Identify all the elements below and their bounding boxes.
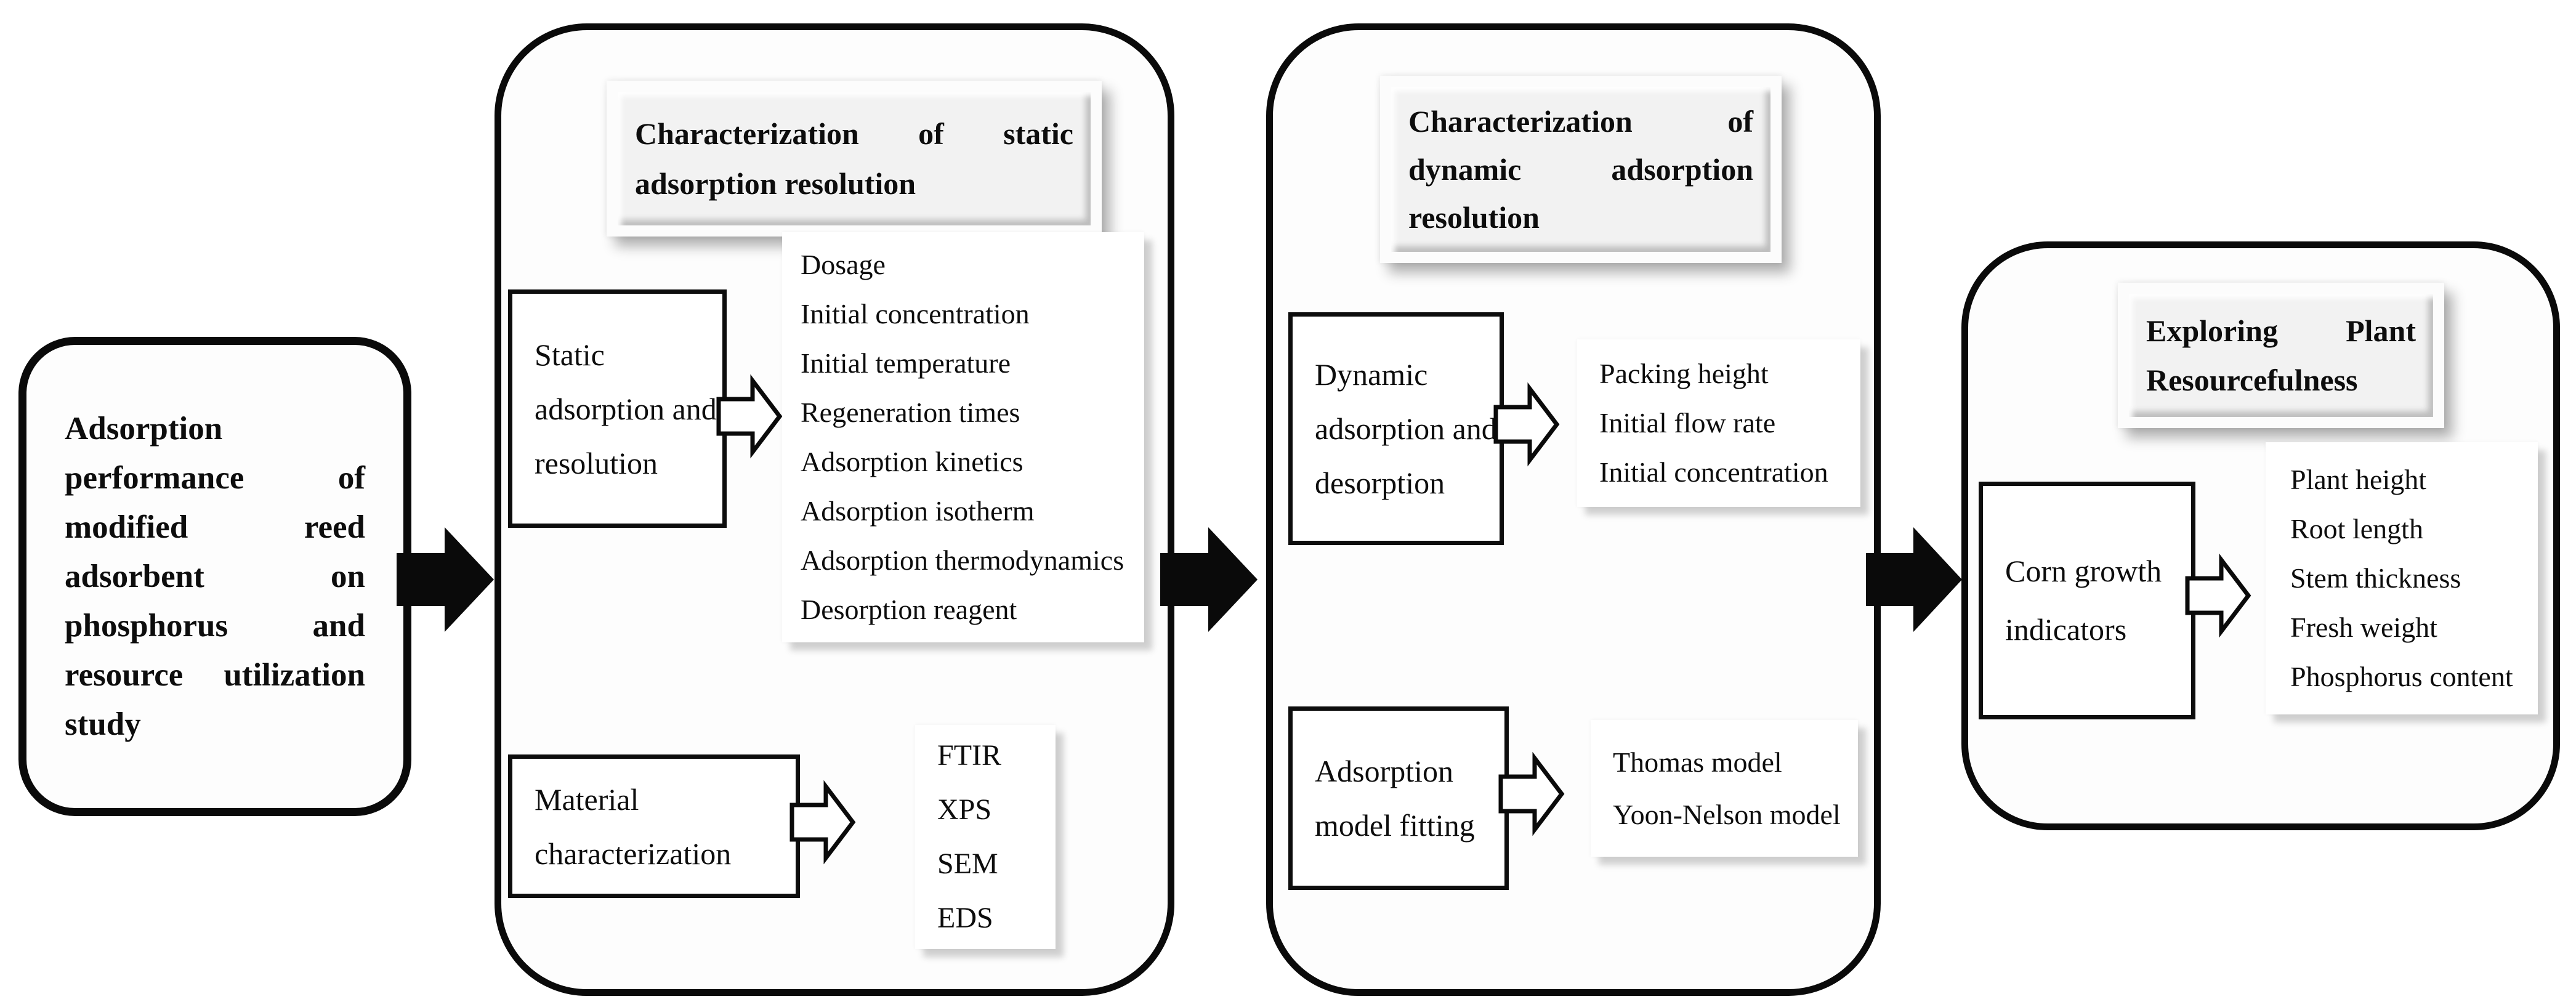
intro-box: Adsorption performance of modified reed …: [18, 337, 411, 816]
list-item: Desorption reagent: [801, 594, 1017, 625]
material-methods-list: FTIR XPS SEM EDS: [915, 725, 1056, 949]
list-item: Adsorption thermodynamics: [801, 544, 1124, 576]
static-parameters-list: Dosage Initial concentration Initial tem…: [782, 232, 1144, 642]
static-adsorption-label: Static adsorption and resolution: [535, 337, 717, 480]
list-item: SEM: [937, 847, 998, 880]
list-item: Fresh weight: [2290, 612, 2437, 643]
corn-growth-label: Corn growth indicators: [2005, 554, 2162, 647]
dynamic-adsorption-label: Dynamic adsorption and desorption: [1315, 357, 1497, 500]
list-item: Initial flow rate: [1599, 407, 1776, 439]
fitting-models-panel: Thomas model Yoon-Nelson model: [1591, 720, 1858, 857]
dynamic-adsorption-box: Dynamic adsorption and desorption: [1288, 312, 1504, 545]
plant-section: Exploring Plant Resourcefulness Corn gro…: [1961, 241, 2560, 830]
material-methods-panel: FTIR XPS SEM EDS: [915, 725, 1056, 949]
dynamic-section: Characterization of dynamic adsorption r…: [1266, 23, 1881, 996]
flow-arrow-icon: [2185, 553, 2251, 638]
plant-section-title: Exploring Plant Resourcefulness: [2146, 313, 2416, 397]
flow-arrow-icon: [1498, 751, 1565, 836]
list-item: XPS: [937, 793, 992, 826]
static-section-title-plaque: Characterization of static adsorption re…: [607, 81, 1102, 237]
static-adsorption-box: Static adsorption and resolution: [508, 289, 727, 528]
list-item: Adsorption isotherm: [801, 495, 1035, 527]
list-item: FTIR: [937, 739, 1002, 772]
connector-arrow-icon: [1160, 527, 1258, 632]
list-item: Adsorption kinetics: [801, 446, 1024, 477]
dynamic-section-title-plaque: Characterization of dynamic adsorption r…: [1380, 76, 1782, 263]
list-item: Yoon-Nelson model: [1613, 799, 1841, 830]
list-item: Plant height: [2290, 464, 2427, 495]
flow-arrow-icon: [716, 374, 783, 459]
fitting-models-list: Thomas model Yoon-Nelson model: [1591, 720, 1858, 857]
list-item: Thomas model: [1613, 746, 1782, 778]
dynamic-parameters-panel: Packing height Initial flow rate Initial…: [1577, 339, 1860, 507]
intro-text: Adsorption performance of modified reed …: [65, 411, 365, 742]
dynamic-section-title: Characterization of dynamic adsorption r…: [1408, 104, 1753, 235]
plant-metrics-list: Plant height Root length Stem thickness …: [2266, 442, 2538, 714]
list-item: Regeneration times: [801, 397, 1020, 428]
list-item: Stem thickness: [2290, 562, 2461, 594]
list-item: Root length: [2290, 513, 2423, 544]
list-item: EDS: [937, 902, 993, 934]
material-characterization-box: Material characterization: [508, 754, 800, 898]
flow-arrow-icon: [1493, 382, 1560, 467]
static-parameters-panel: Dosage Initial concentration Initial tem…: [782, 232, 1144, 642]
static-section: Characterization of static adsorption re…: [495, 23, 1174, 996]
flow-arrow-icon: [789, 780, 856, 865]
list-item: Initial temperature: [801, 347, 1011, 379]
list-item: Phosphorus content: [2290, 661, 2513, 692]
connector-arrow-icon: [1866, 527, 1962, 632]
model-fitting-box: Adsorption model fitting: [1288, 706, 1509, 890]
material-characterization-label: Material characterization: [535, 782, 732, 871]
plant-metrics-panel: Plant height Root length Stem thickness …: [2266, 442, 2538, 714]
corn-growth-box: Corn growth indicators: [1979, 482, 2195, 719]
list-item: Initial concentration: [801, 298, 1030, 330]
model-fitting-label: Adsorption model fitting: [1315, 754, 1475, 843]
connector-arrow-icon: [397, 527, 494, 632]
list-item: Dosage: [801, 249, 886, 280]
list-item: Initial concentration: [1599, 456, 1828, 488]
dynamic-parameters-list: Packing height Initial flow rate Initial…: [1577, 339, 1860, 507]
static-section-title: Characterization of static adsorption re…: [635, 116, 1073, 201]
list-item: Packing height: [1599, 358, 1769, 389]
plant-section-title-plaque: Exploring Plant Resourcefulness: [2118, 283, 2444, 428]
